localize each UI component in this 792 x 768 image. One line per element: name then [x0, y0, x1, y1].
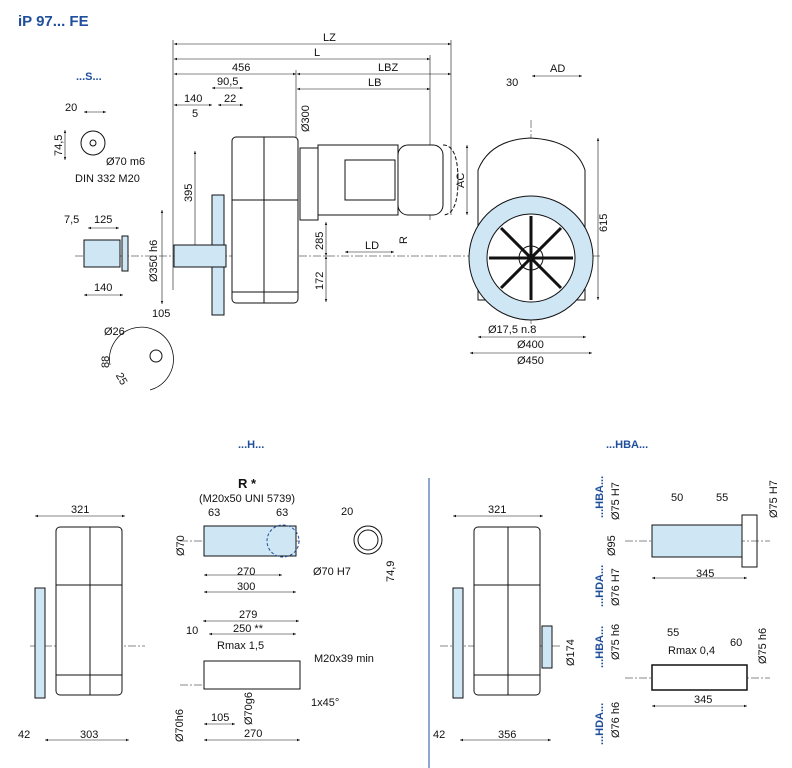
dim-lbz: LBZ — [378, 62, 399, 74]
dim-285: 285 — [314, 231, 326, 250]
h-rmax: Rmax 1,5 — [217, 640, 265, 652]
hba-dim-d76h7: Ø76 H7 — [610, 568, 622, 606]
h-dim-250: 250 ** — [233, 623, 263, 635]
hba-dim-55: 55 — [716, 492, 729, 504]
hba-dim-345b: 345 — [694, 694, 713, 706]
hba-dim-356: 356 — [498, 729, 517, 741]
dim-90-5: 90,5 — [217, 76, 239, 88]
h-dim-d70h6: Ø70h6 — [174, 708, 186, 742]
section-h-label: ...H... — [238, 439, 265, 451]
dim-ac: AC — [455, 172, 467, 188]
main-gearbox — [173, 136, 459, 316]
dim-395: 395 — [183, 183, 195, 202]
h-thread-label: (M20x50 UNI 5739) — [199, 493, 295, 505]
s-dim-7-5: 7,5 — [64, 214, 80, 226]
hba-dim-d174: Ø174 — [565, 639, 577, 666]
hba-label-2: ...HBA... — [594, 625, 606, 668]
end-dim-ad: AD — [550, 63, 566, 75]
h-view-gearbox — [34, 526, 553, 699]
s-dim-20: 20 — [65, 102, 78, 114]
section-hba-label: ...HBA... — [606, 439, 649, 451]
h-shaft-details — [203, 478, 758, 768]
end-dim-d17-5: Ø17,5 n.8 — [488, 324, 537, 336]
end-dim-615: 615 — [598, 213, 610, 232]
dim-lb: LB — [368, 77, 382, 89]
end-dim-d400: Ø400 — [517, 339, 544, 351]
s-dim-74-5: 74,5 — [53, 134, 65, 156]
hba-dim-d75h6a: Ø75 h6 — [610, 623, 622, 660]
h-dim-270: 270 — [237, 566, 256, 578]
end-dim-d450: Ø450 — [517, 355, 544, 367]
s-dim-105: 105 — [152, 308, 171, 320]
s-dim-88: 88 — [100, 355, 112, 368]
dim-5: 5 — [192, 108, 199, 120]
h-r-label: R * — [238, 476, 257, 491]
dim-172: 172 — [314, 271, 326, 290]
hba-dim-60: 60 — [730, 637, 743, 649]
h-dim-74-9: 74,9 — [385, 560, 397, 582]
hba-dim-55b: 55 — [667, 627, 680, 639]
h-dim-10: 10 — [186, 625, 199, 637]
s-dim-d26: Ø26 — [104, 326, 125, 338]
dim-d350: Ø350 h6 — [148, 239, 160, 282]
h-dim-303: 303 — [80, 729, 99, 741]
hba-dim-d75h7b: Ø75 H7 — [768, 480, 780, 518]
dim-l: L — [314, 47, 321, 59]
hba-dim-d76h6: Ø76 h6 — [610, 701, 622, 738]
hba-dim-42: 42 — [433, 729, 446, 741]
dim-22: 22 — [224, 93, 237, 105]
h-dim-d70g6: Ø70g6 — [243, 691, 255, 725]
h-dim-63a: 63 — [208, 507, 221, 519]
dim-d300: Ø300 — [300, 105, 312, 132]
h-m20: M20x39 min — [314, 653, 374, 665]
h-dim-105: 105 — [211, 712, 230, 724]
s-dim-d70m6: Ø70 m6 — [106, 156, 146, 168]
h-dim-300: 300 — [237, 581, 256, 593]
hba-dim-d75h6b: Ø75 h6 — [757, 627, 769, 664]
end-dim-30: 30 — [506, 77, 519, 89]
hda-label-2: ...HDA... — [594, 702, 606, 745]
hba-dim-321: 321 — [488, 504, 507, 516]
s-dim-din: DIN 332 M20 — [75, 173, 140, 185]
hba-dim-345: 345 — [696, 568, 715, 580]
s-dim-125: 125 — [94, 214, 113, 226]
s-shaft-views — [80, 130, 174, 391]
h-dim-d70: Ø70 — [175, 535, 187, 556]
page-title: iP 97... FE — [18, 13, 89, 30]
dim-140: 140 — [184, 93, 203, 105]
dim-r: R — [398, 236, 410, 244]
hba-dim-50: 50 — [671, 492, 684, 504]
dim-lz: LZ — [323, 32, 336, 44]
h-dim-d70h7: Ø70 H7 — [313, 566, 351, 578]
h-dim-63b: 63 — [276, 507, 289, 519]
h-dim-279: 279 — [239, 609, 258, 621]
dim-456: 456 — [232, 62, 251, 74]
h-dim-20: 20 — [341, 506, 354, 518]
hba-dim-d75h7a: Ø75 H7 — [610, 482, 622, 520]
hda-label-1: ...HDA... — [594, 564, 606, 607]
h-chamfer: 1x45° — [311, 697, 340, 709]
hba-dim-d95: Ø95 — [606, 535, 618, 556]
end-view — [468, 137, 594, 321]
s-dim-140: 140 — [94, 282, 113, 294]
hba-rmax: Rmax 0,4 — [668, 645, 716, 657]
hba-label-1: ...HBA... — [594, 475, 606, 518]
h-dim-42: 42 — [18, 729, 31, 741]
dim-ld: LD — [365, 240, 380, 252]
main-dimension-lines — [35, 42, 747, 742]
h-dim-321: 321 — [71, 504, 90, 516]
h-dim-270b: 270 — [244, 728, 263, 740]
section-s-label: ...S... — [76, 71, 102, 83]
